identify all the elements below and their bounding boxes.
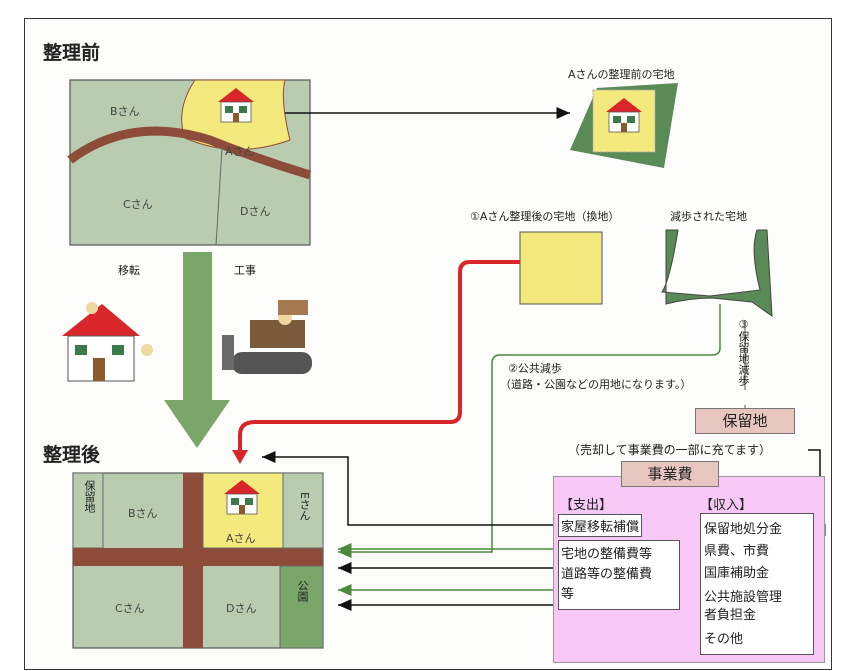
after-map (72, 472, 324, 649)
reserve-land-note: （売却して事業費の一部に充てます） (568, 443, 772, 457)
project-cost-title: 事業費 (621, 461, 719, 487)
income-item: 県費、市費 (704, 544, 770, 559)
income-item: 公共施設管理 (704, 590, 783, 605)
reduced-lot-label: 減歩された宅地 (670, 210, 747, 223)
bulldozer-icon (222, 300, 312, 374)
before-lot-c: Cさん (123, 198, 153, 211)
public-reduction-line (338, 304, 721, 558)
after-lot-e: Eさん (298, 492, 311, 521)
relocation-caption: 移転 (118, 264, 140, 277)
big-down-arrow (164, 252, 230, 448)
after-lot-b: Bさん (128, 507, 158, 520)
expense-box (558, 540, 680, 610)
construction-caption: 工事 (234, 264, 256, 277)
a-after-lot-square (519, 231, 603, 305)
expense-item: 家屋移転補償 (558, 514, 643, 537)
before-lot-d: Dさん (240, 205, 271, 218)
red-arrow (238, 260, 520, 452)
after-lot-c: Cさん (115, 602, 145, 615)
public-reduction-line2: （道路・公園などの用地になります。） (500, 378, 692, 391)
relocation-comp-arrow (262, 451, 556, 526)
income-item: 保留地処分金 (704, 522, 783, 537)
income-header: 【収入】 (700, 498, 753, 513)
after-lot-d: Dさん (226, 602, 257, 615)
expense-item: 宅地の整備費等 (561, 547, 653, 562)
expense-item: 等 (561, 587, 575, 602)
a-before-lot-parcel (570, 83, 678, 168)
workers-roof-icon (62, 302, 153, 382)
income-item: 国庫補助金 (704, 566, 770, 581)
after-park: 公園 (296, 580, 309, 602)
after-title: 整理後 (43, 444, 101, 466)
expense-item: 道路等の整備費 (561, 567, 653, 582)
income-item: その他 (704, 632, 744, 647)
public-reduction-line1: ②公共減歩 (508, 362, 562, 375)
reserve-reduction-label: ③保留地減歩 (737, 318, 750, 386)
a-before-lot-label: Aさんの整理前の宅地 (568, 68, 675, 81)
after-lot-a: Aさん (226, 532, 256, 545)
before-map (67, 79, 312, 246)
income-box (700, 513, 814, 655)
before-lot-b: Bさん (110, 105, 140, 118)
reserve-land-tag: 保留地 (695, 408, 795, 434)
expenses-header: 【支出】 (560, 498, 613, 513)
before-title: 整理前 (43, 42, 101, 64)
before-lot-a: Aさん (225, 145, 255, 158)
a-after-lot-label: ①Aさん整理後の宅地（換地） (470, 210, 620, 223)
reduced-lot-shape (661, 229, 773, 317)
after-reserve-vertical: 保留地 (83, 480, 96, 513)
income-item: 者負担金 (704, 608, 757, 623)
